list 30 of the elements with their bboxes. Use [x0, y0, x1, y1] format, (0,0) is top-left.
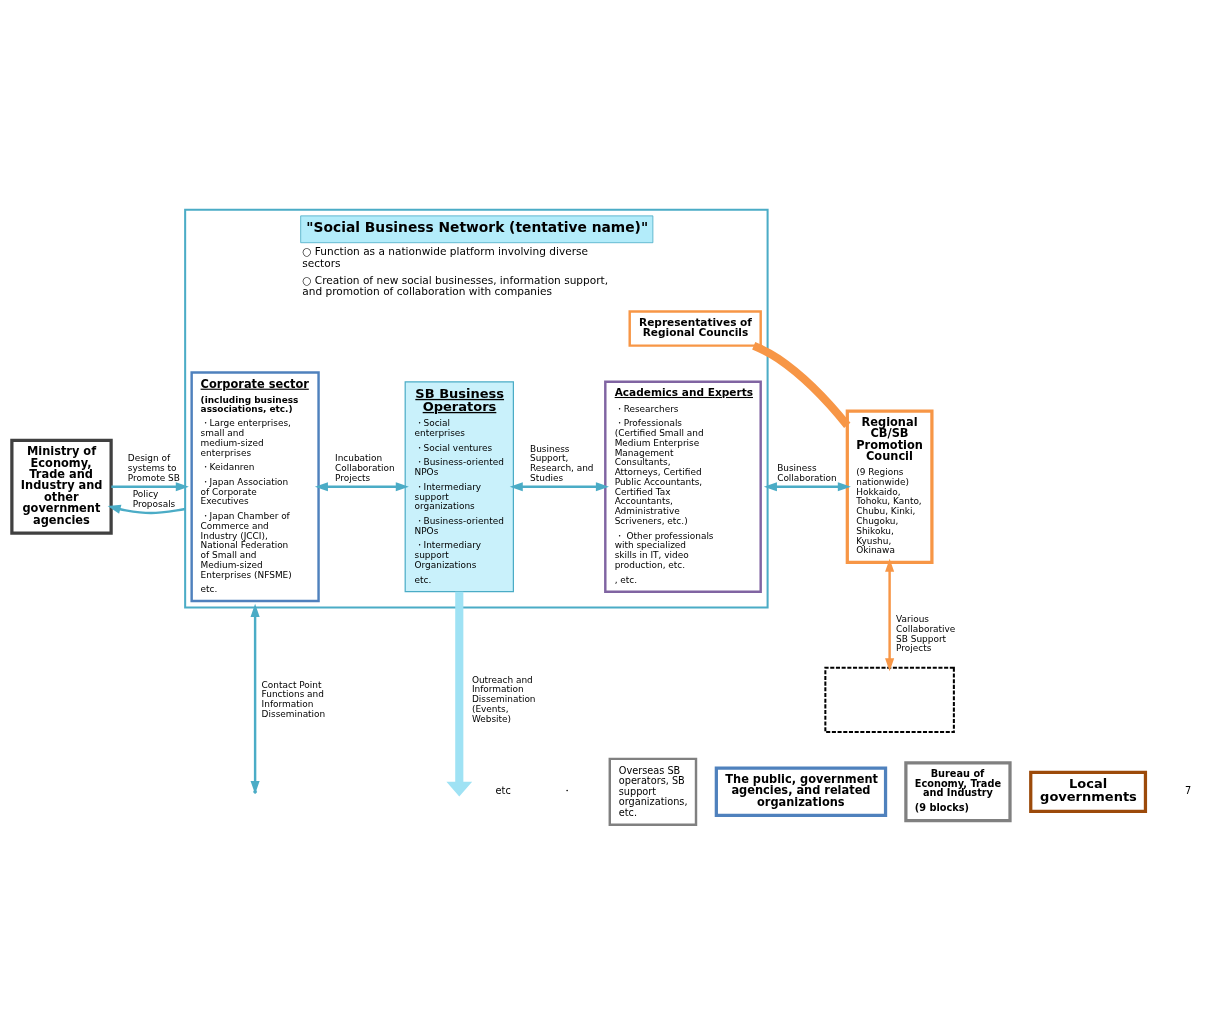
- edge-label: Policy Proposals: [132, 489, 176, 509]
- node-box: Academics and Experts ・Researchers ・Professionals (Certified Small and Medium Enterprise Management Consultants, Attorneys, Certified Public Accountants, Certified Tax Accountants, Administrative Scriveners, etc.) ・ Other professionals with specialized skills in IT, video production, etc. , etc.: [604, 380, 762, 593]
- arrow: [111, 482, 189, 492]
- connector: [752, 341, 851, 428]
- node-box: Corporate sector (including business associations, etc.) ・Large enterprises, small and medium-sized enterprises ・Keidanren ・Japan Association of Corporate Executives ・Japan Chamber of Commerce and Industry (JCCI), National Federation of Small and Medium-sized Enterprises (NFSME) etc.: [190, 371, 320, 603]
- node-box: The public, government agencies, and related organizations: [714, 766, 888, 817]
- label: ・: [562, 785, 573, 797]
- edge-label: Various Collaborative SB Support Projects: [896, 614, 956, 654]
- edge-label: Business Collaboration: [777, 463, 837, 483]
- node-box: SB Business Operators ・Social enterprises ・Social ventures ・Business-oriented NPOs ・Intermediary support organizations ・Business-oriented NPOs ・Intermediary support Organizations etc.: [404, 381, 514, 593]
- edge-label: Incubation Collaboration Projects: [335, 453, 395, 483]
- node-box: Representatives of Regional Councils: [628, 310, 762, 347]
- arrow: [107, 504, 186, 515]
- node-box: Local governments: [1029, 770, 1148, 813]
- node-box: Bureau of Economy, Trade and Industry (9 blocks): [904, 761, 1012, 823]
- arrow: [509, 482, 609, 492]
- node-box: Regional CB/SB Promotion Council (9 Regions nationwide) Hokkaido, Tohoku, Kanto, Chubu, Kinki, Chugoku, Shikoku, Kyushu, Okinawa: [845, 409, 934, 565]
- edge-label: Outreach and Information Dissemination (Events, Website): [471, 674, 536, 724]
- arrow: [763, 482, 851, 492]
- arrow: [250, 603, 260, 794]
- arrow: [885, 558, 895, 672]
- node-box: Overseas SB operators, SB support organizations, etc.: [608, 757, 698, 826]
- edge-label: Contact Point Functions and Information Dissemination: [261, 679, 326, 719]
- label: etc: [495, 785, 511, 797]
- edge-label: Business Support, Research, and Studies: [530, 443, 594, 483]
- label: 7: [1185, 785, 1192, 797]
- edge-label: Design of systems to Promote SB: [127, 453, 180, 483]
- node-box: [824, 666, 955, 734]
- node-box: Ministry of Economy, Trade and Industry and other government agencies: [10, 438, 113, 535]
- arrow: [314, 482, 409, 492]
